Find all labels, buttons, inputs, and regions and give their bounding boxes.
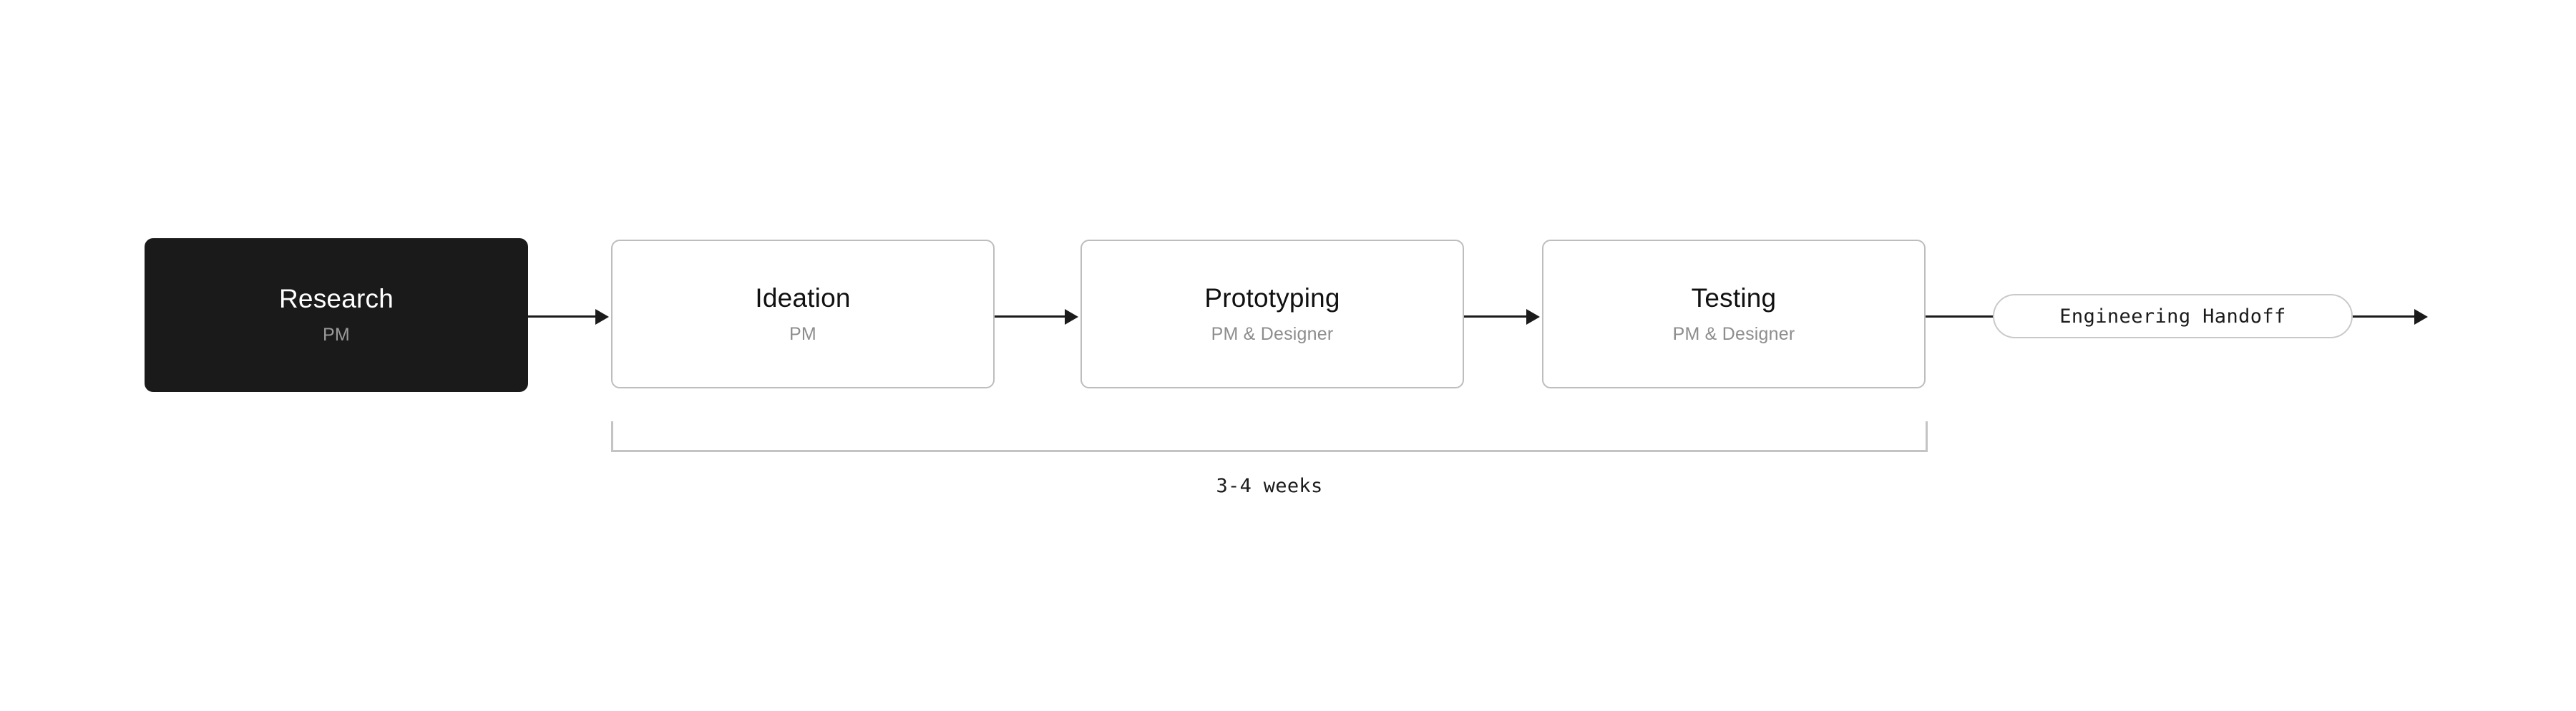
connector-research-to-ideation xyxy=(528,315,597,318)
step-subtitle: PM xyxy=(323,325,350,345)
step-subtitle: PM & Designer xyxy=(1211,323,1334,344)
arrowhead-prototyping-to-testing xyxy=(1526,309,1540,325)
connector-handoff-outgoing xyxy=(2353,315,2416,318)
connector-ideation-to-prototyping xyxy=(995,315,1066,318)
step-subtitle: PM xyxy=(789,323,816,344)
step-title: Research xyxy=(279,284,394,314)
duration-span-bracket xyxy=(611,421,1928,452)
process-step-research[interactable]: Research PM xyxy=(145,238,528,392)
step-title: Ideation xyxy=(755,283,851,313)
engineering-handoff-node[interactable]: Engineering Handoff xyxy=(1993,294,2353,338)
connector-testing-to-handoff xyxy=(1926,315,1994,318)
engineering-handoff-label: Engineering Handoff xyxy=(2059,305,2286,328)
duration-span-label: 3-4 weeks xyxy=(1216,475,1323,497)
process-step-ideation[interactable]: Ideation PM xyxy=(611,240,995,388)
step-title: Testing xyxy=(1691,283,1777,313)
step-title: Prototyping xyxy=(1204,283,1340,313)
arrowhead-ideation-to-prototyping xyxy=(1065,309,1078,325)
step-subtitle: PM & Designer xyxy=(1672,323,1795,344)
connector-prototyping-to-testing xyxy=(1464,315,1528,318)
process-step-prototyping[interactable]: Prototyping PM & Designer xyxy=(1080,240,1464,388)
arrowhead-research-to-ideation xyxy=(595,309,609,325)
arrowhead-handoff-outgoing xyxy=(2414,309,2428,325)
process-step-testing[interactable]: Testing PM & Designer xyxy=(1542,240,1926,388)
